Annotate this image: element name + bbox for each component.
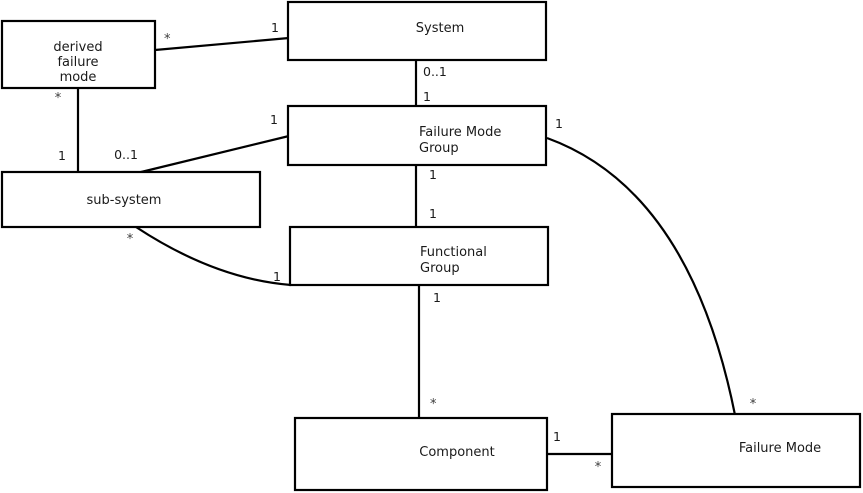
- multiplicity-sub-system-to-functional-group-star: *: [127, 232, 134, 247]
- class-label-sub-system: sub-system: [87, 193, 162, 208]
- multiplicity-failure-mode-group-to-failure-mode-star: *: [750, 397, 757, 412]
- class-box-component[interactable]: [293, 416, 549, 492]
- multiplicity-system-to-failure-mode-group-zero-one: 0..1: [423, 64, 447, 79]
- multiplicity-component-to-failure-mode-one: 1: [553, 429, 561, 444]
- class-label-failure-mode-group-line1: Failure Mode: [419, 125, 501, 140]
- association-derived-failure-mode-to-system: [154, 36, 290, 52]
- association-failure-mode-group-to-failure-mode: [546, 136, 737, 416]
- association-sub-system-to-functional-group: [135, 226, 292, 287]
- multiplicity-system-to-failure-mode-group-one: 1: [423, 89, 431, 104]
- multiplicity-failure-mode-group-to-functional-group-bottom: 1: [429, 206, 437, 221]
- class-label-functional-group-line2: Group: [420, 261, 460, 276]
- class-box-failure-mode[interactable]: [610, 412, 862, 489]
- multiplicity-sub-system-to-functional-group-one: 1: [273, 269, 281, 284]
- class-label-failure-mode-group-line2: Group: [419, 141, 459, 156]
- class-label-system: System: [416, 21, 464, 36]
- multiplicity-sub-system-to-failure-mode-group-one: 1: [270, 112, 278, 127]
- class-label-functional-group-line1: Functional: [420, 245, 487, 260]
- multiplicity-derived-failure-mode-to-sub-system-one: 1: [58, 148, 66, 163]
- class-label-derived-failure-mode-line3: mode: [60, 70, 97, 85]
- multiplicity-derived-failure-mode-to-system-one: 1: [271, 20, 279, 35]
- multiplicity-component-to-failure-mode-star: *: [595, 460, 602, 475]
- multiplicity-functional-group-to-component-one: 1: [433, 290, 441, 305]
- multiplicity-functional-group-to-component-star: *: [430, 397, 437, 412]
- class-label-derived-failure-mode-line1: derived: [53, 40, 102, 55]
- multiplicity-failure-mode-group-to-failure-mode-one: 1: [555, 116, 563, 131]
- class-box-functional-group[interactable]: [288, 225, 550, 287]
- class-label-failure-mode: Failure Mode: [739, 441, 821, 456]
- class-box-system[interactable]: [286, 0, 548, 62]
- class-box-failure-mode-group[interactable]: [286, 104, 548, 167]
- multiplicity-derived-failure-mode-to-system-star: *: [164, 32, 171, 47]
- multiplicity-sub-system-to-failure-mode-group-zero-one: 0..1: [114, 147, 138, 162]
- class-box-derived-failure-mode[interactable]: [0, 19, 157, 90]
- class-label-component: Component: [419, 445, 494, 460]
- multiplicity-failure-mode-group-to-functional-group-top: 1: [429, 167, 437, 182]
- class-box-sub-system[interactable]: [0, 170, 262, 229]
- association-sub-system-to-failure-mode-group: [136, 134, 290, 175]
- class-label-derived-failure-mode-line2: failure: [57, 55, 98, 70]
- multiplicity-derived-failure-mode-to-sub-system-star: *: [55, 91, 62, 106]
